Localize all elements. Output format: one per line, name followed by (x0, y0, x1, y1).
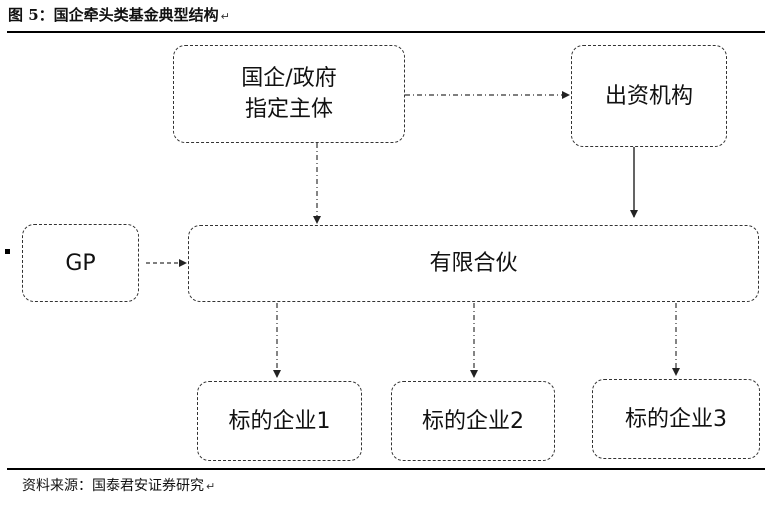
node-target-1: 标的企业1 (197, 381, 362, 461)
source-note: 资料来源：国泰君安证券研究↵ (22, 476, 215, 497)
node-investor: 出资机构 (571, 45, 727, 147)
figure-title: 图 5：国企牵头类基金典型结构↵ (8, 2, 230, 28)
node-gov-line2: 指定主体 (244, 97, 333, 122)
return-mark-icon: ↵ (206, 480, 216, 493)
node-target-3-label: 标的企业3 (625, 406, 727, 432)
node-target-1-label: 标的企业1 (228, 408, 331, 434)
source-text: 资料来源：国泰君安证券研究 (22, 478, 204, 494)
node-gp-label: GP (65, 250, 96, 276)
node-gov-entity: 国企/政府 指定主体 (173, 45, 405, 143)
bottom-rule (7, 468, 765, 470)
return-mark-icon: ↵ (220, 10, 230, 23)
figure-title-text: 图 5：国企牵头类基金典型结构 (8, 6, 219, 24)
node-limited-partnership: 有限合伙 (188, 225, 759, 302)
bullet-marker (5, 249, 10, 254)
node-gp: GP (22, 224, 139, 302)
node-lp-label: 有限合伙 (429, 251, 518, 276)
node-investor-label: 出资机构 (604, 83, 693, 109)
node-gov-line1: 国企/政府 (241, 66, 337, 91)
node-target-2: 标的企业2 (391, 381, 555, 461)
node-target-3: 标的企业3 (592, 379, 760, 459)
node-target-2-label: 标的企业2 (422, 408, 524, 434)
top-rule (7, 31, 765, 33)
